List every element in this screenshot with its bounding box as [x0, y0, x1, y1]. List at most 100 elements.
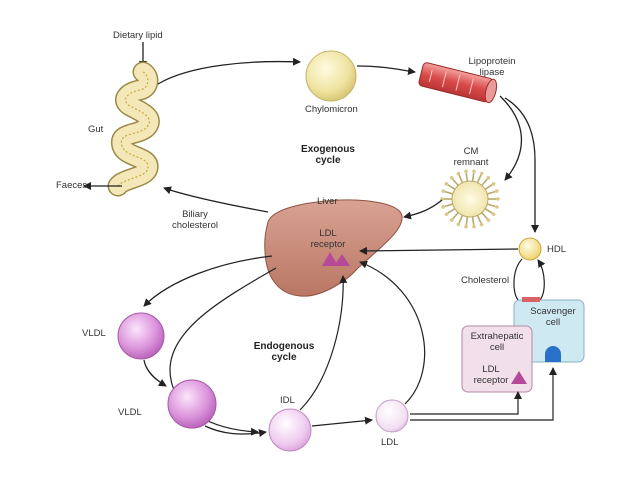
- liver-organ-icon: [264, 199, 403, 297]
- remnant-spike-tip: [456, 222, 461, 227]
- hdl-particle: [518, 237, 542, 261]
- vldl-particle-1: [117, 312, 165, 360]
- hdl-label: HDL: [547, 244, 567, 255]
- scavenger-cell-label: Scavenger cell: [524, 306, 582, 328]
- remnant-spike: [465, 172, 469, 182]
- remnant-spike-tip: [491, 182, 496, 186]
- extrahepatic-cell-label-line2: cell: [489, 342, 505, 353]
- remnant-spike-tip: [491, 212, 496, 216]
- remnant-spike: [484, 208, 494, 215]
- remnant-spike-tip: [486, 218, 491, 222]
- remnant-spike-tip: [464, 169, 468, 174]
- ldl-to-liver-arrow: [359, 260, 426, 405]
- remnant-spike: [476, 215, 482, 224]
- remnant-spike-tip: [496, 197, 500, 201]
- remnant-spike: [481, 212, 489, 220]
- lipase-to-hdl-arrow: [504, 97, 539, 233]
- remnant-spike-tip: [472, 224, 476, 229]
- chylomicron-particle: [305, 50, 357, 102]
- liver-ldl-receptor-label-line2: receptor: [310, 239, 346, 250]
- ldl-label: LDL: [381, 437, 399, 448]
- remnant-spike: [481, 178, 489, 186]
- idl-to-ldl-arrow: [311, 416, 373, 427]
- extrahepatic-ldl-receptor-icon: [511, 371, 527, 384]
- liver-ldl-receptor-icon-2: [334, 254, 350, 266]
- extrahepatic-ldl-receptor-label-line1: LDL: [482, 364, 500, 375]
- remnant-spike: [451, 212, 459, 220]
- hdl-to-liver-arrow: [359, 246, 519, 255]
- remnant-spike: [451, 178, 459, 186]
- remnant-spike: [471, 216, 475, 226]
- scavenger-cell-label-line2: cell: [545, 317, 561, 328]
- vldl-to-vldl-arrow: [143, 359, 167, 387]
- idl-particle: [268, 408, 312, 452]
- scavenger-top-receptor-icon: [522, 297, 540, 302]
- idl-to-liver-arrow: [299, 275, 348, 411]
- vldl-particle-2: [167, 379, 217, 429]
- extrahepatic-ldl-receptor-label-line2: receptor: [473, 375, 509, 386]
- exogenous-cycle-label-line1: Exogenous: [301, 144, 355, 155]
- liver-label: Liver: [317, 196, 338, 207]
- remnant-to-liver-arrow: [403, 199, 443, 220]
- vldl-to-idl-arrow: [204, 425, 267, 438]
- ldl-to-scavenger-arrow: [410, 367, 557, 421]
- remnant-spike: [458, 215, 464, 224]
- remnant-spike-tip: [444, 212, 449, 216]
- biliary-cholesterol-label-line1: Biliary: [182, 209, 208, 220]
- liver-to-vldl-arrow: [143, 255, 273, 307]
- ldl-particle: [375, 399, 409, 433]
- liver-ldl-receptor-label: LDL receptor: [300, 228, 356, 250]
- idl-label: IDL: [280, 395, 295, 406]
- remnant-spike-tip: [444, 182, 449, 186]
- cholesterol-loop-left: [513, 258, 523, 301]
- remnant-spike-tip: [449, 176, 454, 180]
- remnant-spike: [446, 183, 456, 190]
- lipoprotein-lipase-label-line1: Lipoprotein: [468, 56, 516, 67]
- cm-remnant-label: CM remnant: [446, 146, 496, 168]
- extrahepatic-cell: [461, 325, 533, 393]
- cm-remnant-label-line2: remnant: [453, 157, 489, 168]
- vldl-label-2: VLDL: [118, 407, 142, 418]
- remnant-spike: [443, 190, 453, 195]
- liver-to-idl-inner-arrow: [169, 267, 277, 436]
- endogenous-cycle-label: Endogenous cycle: [244, 341, 324, 363]
- remnant-spike: [487, 190, 497, 195]
- remnant-spike-tip: [456, 171, 461, 176]
- remnant-spike: [476, 174, 482, 183]
- biliary-cholesterol-label-line2: cholesterol: [172, 220, 218, 231]
- chylomicron-to-lipase-arrow: [356, 65, 416, 76]
- liver-ldl-receptor-icon: [322, 252, 338, 266]
- remnant-spike-tip: [464, 224, 468, 229]
- cm-remnant-particle: [440, 169, 500, 229]
- scavenger-cell-label-line1: Scavenger: [530, 306, 576, 317]
- remnant-spike-tip: [495, 205, 499, 209]
- ldl-to-extrahepatic-arrow: [410, 391, 522, 415]
- liver-ldl-receptor-label-line1: LDL: [319, 228, 337, 239]
- remnant-core: [451, 180, 489, 218]
- biliary-cholesterol-label: Biliary cholesterol: [160, 209, 230, 231]
- endogenous-cycle-label-line2: cycle: [271, 352, 297, 363]
- faeces-label: Faeces: [56, 180, 88, 191]
- exogenous-cycle-label-line2: cycle: [315, 155, 341, 166]
- exogenous-cycle-label: Exogenous cycle: [293, 144, 363, 166]
- remnant-spike-tip: [449, 218, 454, 222]
- remnant-spike: [446, 208, 456, 215]
- cholesterol-label: Cholesterol: [461, 275, 510, 286]
- extrahepatic-cell-label-line1: Extrahepatic: [470, 331, 524, 342]
- remnant-spike-tip: [479, 222, 484, 227]
- cholesterol-loop-right: [537, 259, 546, 301]
- scavenger-receptor-icon: [545, 346, 561, 362]
- dietary-lipid-label: Dietary lipid: [113, 30, 163, 41]
- remnant-spike-tip: [479, 171, 484, 176]
- cm-remnant-label-line1: CM: [463, 146, 479, 157]
- remnant-spike-tip: [441, 189, 445, 193]
- lipase-to-remnant-arrow: [499, 95, 523, 181]
- endogenous-cycle-label-line1: Endogenous: [253, 341, 315, 352]
- extrahepatic-ldl-receptor-label: LDL receptor: [466, 364, 516, 386]
- chylomicron-label: Chylomicron: [305, 104, 358, 115]
- remnant-spike-tip: [495, 189, 499, 193]
- lipoprotein-lipase-label: Lipoprotein lipase: [462, 56, 522, 78]
- remnant-spike-tip: [472, 169, 476, 174]
- remnant-spike-tip: [441, 205, 445, 209]
